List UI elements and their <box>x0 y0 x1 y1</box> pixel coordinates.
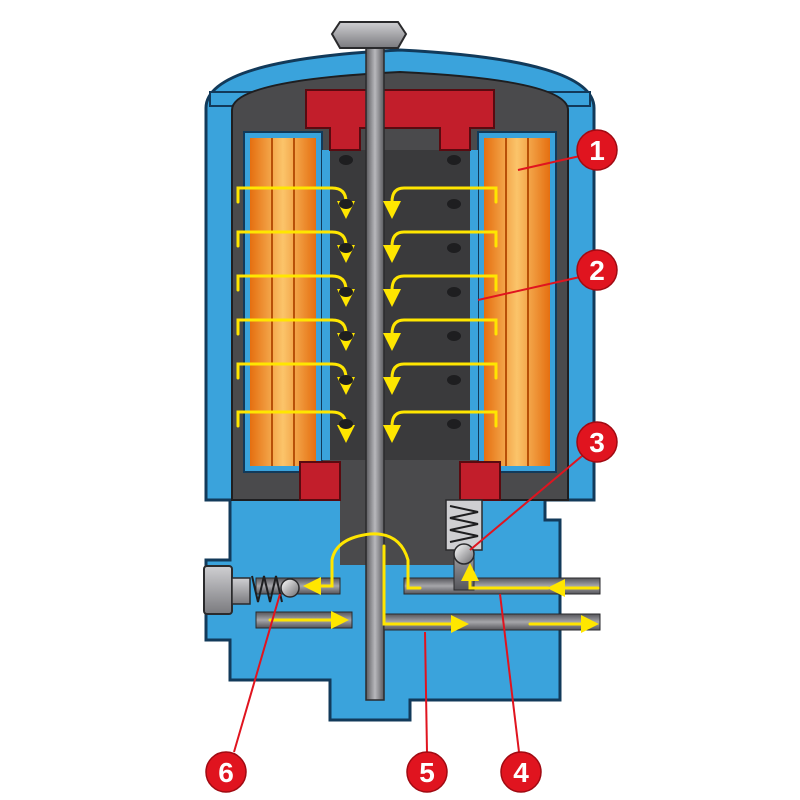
callout-1-leader-line <box>517 155 581 171</box>
flow-arrow-right <box>383 410 498 443</box>
tube-hole <box>339 375 353 385</box>
inlet-pipe <box>403 577 601 595</box>
callout-3-number: 3 <box>589 427 605 458</box>
hex-bolt-icon <box>330 21 408 49</box>
callout-3-leader-line <box>469 455 583 551</box>
tube-hole <box>339 155 353 165</box>
bottom-seal-left <box>299 461 341 501</box>
tube-hole <box>447 199 461 209</box>
bottom-seal-right <box>459 461 501 501</box>
drain-plug-bolt-icon <box>203 565 251 615</box>
flow-arrow-right <box>383 274 498 307</box>
callout-2-number: 2 <box>589 255 605 286</box>
tube-hole <box>339 419 353 429</box>
tube-perforations <box>339 155 461 429</box>
tube-hole <box>339 243 353 253</box>
filter-element-right <box>477 131 557 473</box>
flow-arrow-right <box>383 362 498 395</box>
bypass-spring-valve-icon <box>251 575 300 603</box>
callout-1-badge <box>576 129 618 171</box>
callout-1-number: 1 <box>589 135 605 166</box>
callout-5-badge <box>406 751 448 793</box>
flow-arrow-right <box>383 318 498 351</box>
callout-2: 2 <box>477 249 618 301</box>
callout-3-badge <box>576 421 618 463</box>
tube-hole <box>447 419 461 429</box>
filter-element-left <box>243 131 323 473</box>
tube-hole <box>447 155 461 165</box>
center-rod <box>365 39 385 701</box>
top-seal <box>305 89 495 151</box>
flow-arrow-outlet <box>382 544 469 633</box>
callout-5: 5 <box>406 631 448 793</box>
callout-4-leader-line <box>499 593 520 753</box>
tube-hole <box>339 199 353 209</box>
callout-2-leader-line <box>477 276 581 301</box>
tube-hole <box>447 287 461 297</box>
callout-6-badge <box>205 751 247 793</box>
flow-arrow-bypass <box>303 532 422 595</box>
callout-6-leader-line <box>233 593 281 753</box>
flow-arrow-relief <box>461 563 550 590</box>
callout-4-number: 4 <box>513 757 529 788</box>
spring-valve-icon <box>445 499 483 565</box>
callouts: 1 2 3 4 5 6 <box>205 129 618 793</box>
callout-6-number: 6 <box>218 757 234 788</box>
callout-3: 3 <box>469 421 618 551</box>
callout-2-badge <box>576 249 618 291</box>
callout-5-leader-line <box>424 631 428 753</box>
outlet-pipe <box>383 613 601 631</box>
tube-hole <box>447 375 461 385</box>
callout-6: 6 <box>205 593 281 793</box>
flow-arrow-right <box>383 186 498 219</box>
callout-4: 4 <box>499 593 542 793</box>
tube-hole <box>447 331 461 341</box>
tube-hole <box>447 243 461 253</box>
flow-arrow-right <box>383 230 498 263</box>
tube-hole <box>339 331 353 341</box>
callout-5-number: 5 <box>419 757 435 788</box>
callout-1: 1 <box>517 129 618 171</box>
callout-4-badge <box>500 751 542 793</box>
tube-hole <box>339 287 353 297</box>
